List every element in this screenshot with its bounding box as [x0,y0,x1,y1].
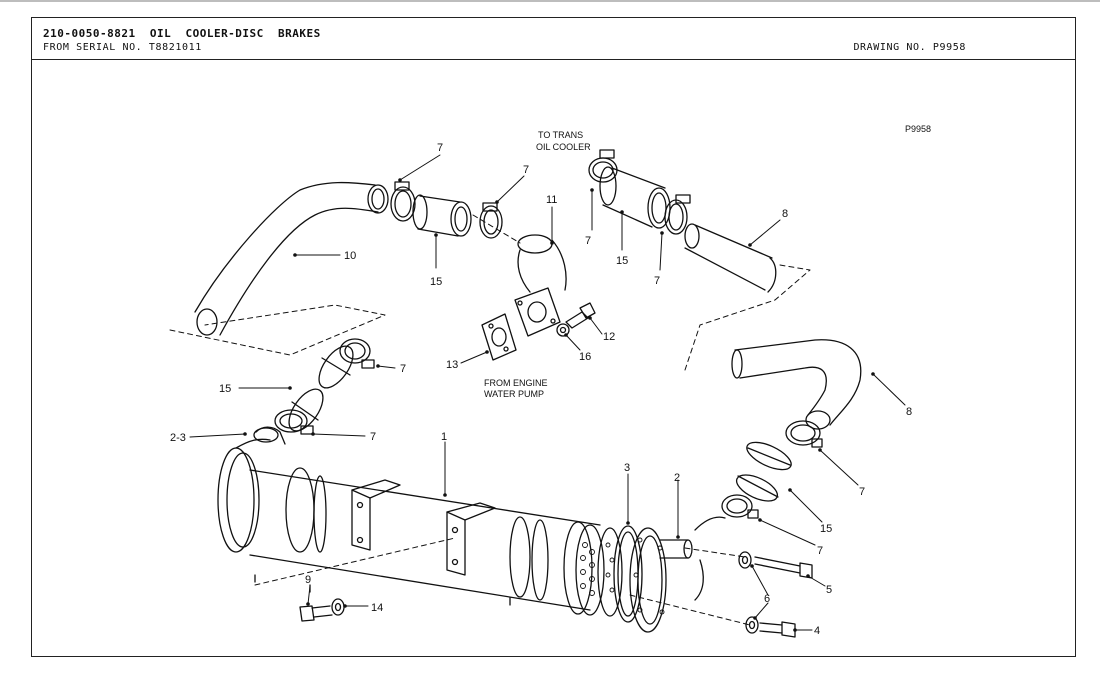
bolt-9 [299,605,333,622]
callout-8: 8 [782,208,788,220]
hose-clamp-top-1 [390,181,416,222]
oil-cooler-body-1 [217,426,623,617]
drawing-frame [31,17,1076,657]
assembly-dashed-lines [169,214,811,626]
washer-14 [331,598,345,616]
hose-sleeve-top-1 [412,194,472,237]
hose-clamp-right-1 [785,420,823,448]
callout-16: 16 [579,351,591,363]
hose-clamp-top-3 [588,149,618,183]
leader-lines [189,154,906,631]
drawing-number: DRAWING NO. P9958 [853,42,966,53]
hose-clamp-left-2 [274,409,314,435]
bolt-5 [738,551,813,579]
callout-10: 10 [344,250,356,262]
note-from-engine: FROM ENGINE [484,378,548,388]
callout-7: 7 [585,235,591,247]
note-oil-cooler: OIL COOLER [536,142,591,152]
hose-clamp-top-4 [664,194,691,235]
hose-8-right [731,339,862,430]
callout-5: 5 [826,584,832,596]
callout-15: 15 [616,255,628,267]
elbow-11 [514,234,567,337]
drawing-ref-label: P9958 [905,124,931,134]
callout-4: 4 [814,625,820,637]
callout-7: 7 [437,142,443,154]
callout-15: 15 [430,276,442,288]
callout-7: 7 [859,486,865,498]
hose-10 [194,181,389,336]
callout-6: 6 [764,593,770,605]
callout-7: 7 [370,431,376,443]
end-cap-2 [629,516,726,633]
leader-dots [243,178,875,632]
hose-clamp-top-2 [479,202,503,239]
hose-clamp-left-1 [339,338,375,369]
callout-3: 3 [624,462,630,474]
serial-number: FROM SERIAL NO. T8821011 [43,42,202,53]
bolt-4 [745,616,796,638]
callout-15: 15 [219,383,231,395]
hose-sleeve-left [288,345,354,432]
callout-7: 7 [523,164,529,176]
header-divider [31,59,1076,60]
callout-1: 1 [441,431,447,443]
hose-8-top [684,223,777,293]
washer-16 [556,323,570,337]
hose-sleeve-right [735,441,792,502]
bolt-12 [565,302,596,329]
note-water-pump: WATER PUMP [484,389,544,399]
gasket-13 [481,313,517,361]
hose-sleeve-top-2 [599,166,671,229]
callout-14: 14 [371,602,383,614]
callout-12: 12 [603,331,615,343]
top-divider [0,0,1100,2]
hose-clamp-right-2 [721,494,759,519]
callout-13: 13 [446,359,458,371]
callout-7: 7 [400,363,406,375]
callout-9: 9 [305,574,311,586]
callout-numbers: 7 7 11 15 10 7 15 7 8 12 16 13 7 15 7 2-… [170,142,912,637]
callout-15: 15 [820,523,832,535]
callout-11: 11 [546,194,557,206]
callout-8: 8 [906,406,912,418]
note-to-trans: TO TRANS [538,130,583,140]
callout-7: 7 [654,275,660,287]
part-title: 210-0050-8821 OIL COOLER-DISC BRAKES [43,27,321,40]
callout-2: 2 [674,472,680,484]
callout-2-3: 2-3 [170,432,186,444]
callout-7: 7 [817,545,823,557]
